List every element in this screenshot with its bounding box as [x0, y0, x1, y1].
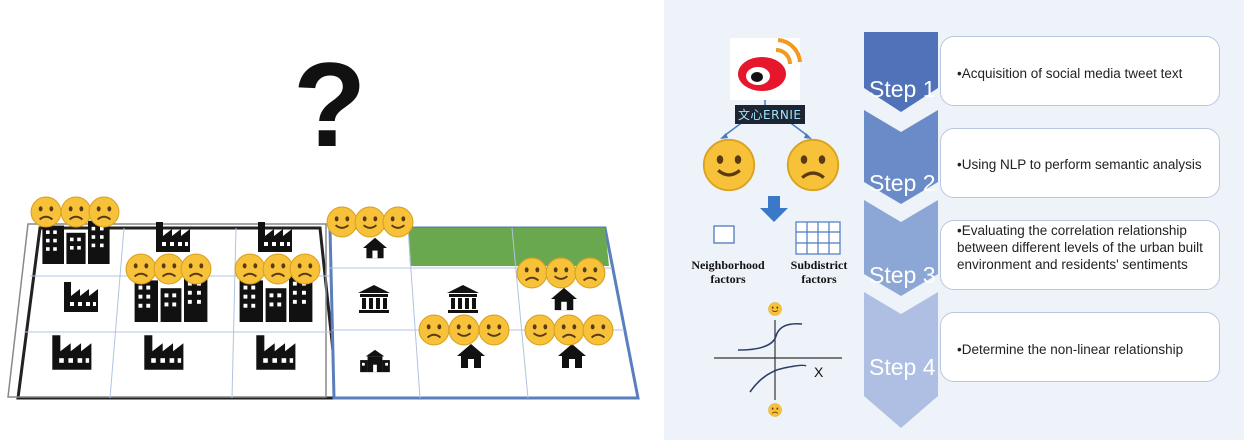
sad-face-icon	[574, 257, 606, 289]
subdistrict-factors-label: Subdistrict factors	[790, 258, 848, 286]
sad-face-icon	[418, 314, 450, 346]
step-4-label: Step 4	[869, 354, 936, 380]
question-mark: ?	[293, 38, 367, 172]
happy-face-icon	[354, 206, 386, 238]
happy-face-icon	[702, 138, 756, 192]
subdistrict-grid-icon	[795, 221, 841, 255]
workflow-svg	[702, 32, 938, 428]
grid-svg	[7, 196, 640, 400]
weibo-logo-icon	[730, 38, 802, 100]
sad-face-icon	[234, 253, 266, 285]
sad-face-icon	[553, 314, 585, 346]
sad-face-icon	[88, 196, 120, 228]
sad-face-icon	[289, 253, 321, 285]
down-arrow-icon	[760, 196, 788, 222]
sad-face-icon	[768, 403, 782, 417]
sad-face-icon	[30, 196, 62, 228]
nonlinear-curve-graph	[714, 302, 842, 417]
step-4-text: •Determine the non-linear relationship	[957, 342, 1184, 357]
step-3-label: Step 3	[869, 262, 936, 288]
sad-face-icon	[786, 138, 840, 192]
sad-face-icon	[516, 257, 548, 289]
step-1-label: Step 1	[869, 76, 936, 102]
sad-face-icon	[60, 196, 92, 228]
step-4-box: •Determine the non-linear relationship	[940, 312, 1220, 382]
step-1-text: •Acquisition of social media tweet text	[957, 66, 1183, 81]
step-2-box: •Using NLP to perform semantic analysis	[940, 128, 1220, 198]
ernie-label: 文心ERNIE	[735, 105, 805, 124]
sad-face-icon	[262, 253, 294, 285]
sad-face-icon	[180, 253, 212, 285]
step-2-text: •Using NLP to perform semantic analysis	[957, 157, 1202, 172]
sad-face-icon	[153, 253, 185, 285]
happy-face-icon	[768, 302, 782, 316]
workflow-panel: 文心ERNIE Neighborhood factors Subdistrict…	[664, 0, 1244, 440]
axis-x-label: X	[814, 364, 824, 380]
urban-grid-illustration: ?	[7, 38, 640, 400]
sad-face-icon	[125, 253, 157, 285]
step-2-label: Step 2	[869, 170, 936, 196]
step-2-chevron	[864, 110, 938, 204]
step-3-chevron	[864, 200, 938, 296]
neighborhood-square-icon	[713, 225, 735, 244]
step-1-chevron	[864, 32, 938, 112]
step-3-box: •Evaluating the correlation relationship…	[940, 220, 1220, 290]
neighborhood-factors-label: Neighborhood factors	[691, 258, 765, 286]
sad-face-icon	[582, 314, 614, 346]
happy-face-icon	[478, 314, 510, 346]
happy-face-icon	[545, 257, 577, 289]
step-3-text: •Evaluating the correlation relationship…	[957, 223, 1203, 272]
step-1-box: •Acquisition of social media tweet text	[940, 36, 1220, 106]
park-area	[408, 228, 609, 266]
happy-face-icon	[448, 314, 480, 346]
happy-face-icon	[382, 206, 414, 238]
happy-face-icon	[524, 314, 556, 346]
step-4-chevron	[864, 292, 938, 428]
happy-face-icon	[326, 206, 358, 238]
